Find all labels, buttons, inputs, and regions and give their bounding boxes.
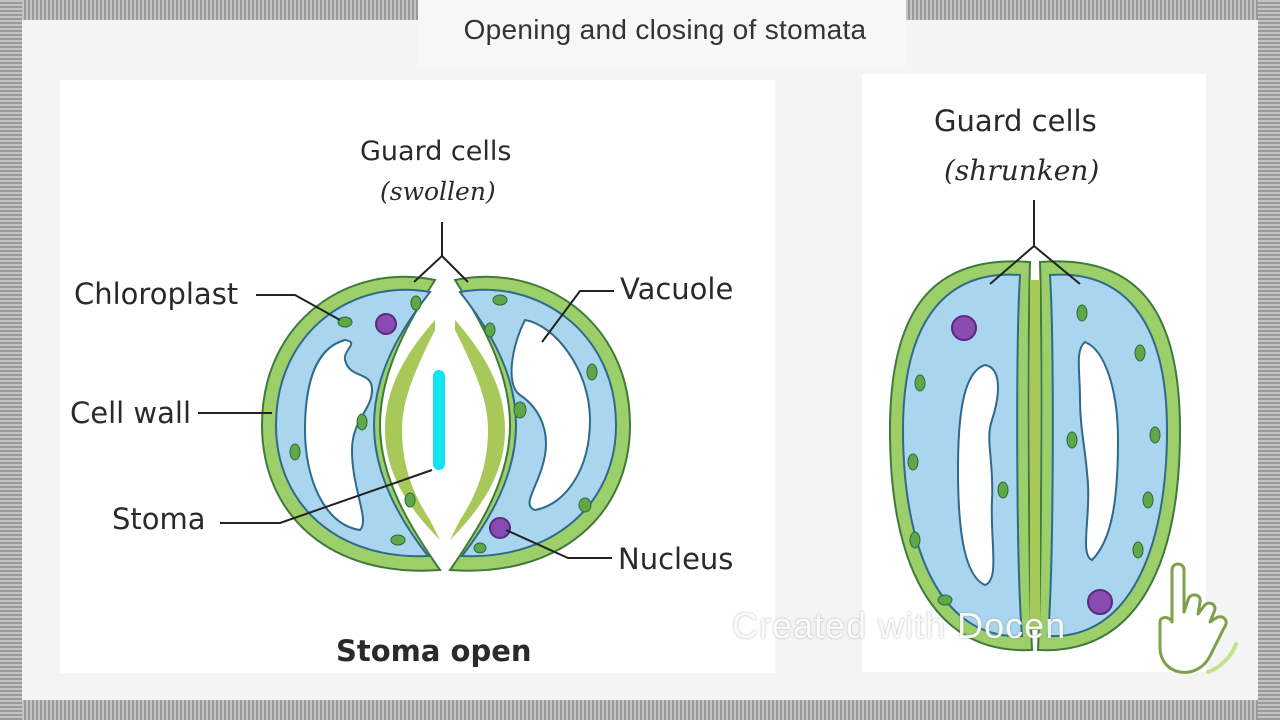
closed-chloroplast <box>909 531 921 549</box>
closed-stoma-slit <box>1030 280 1040 630</box>
guard-cells-leader <box>441 255 469 283</box>
open-stoma-marker <box>433 370 445 470</box>
closed-chloroplast <box>1066 431 1078 449</box>
frame-left-border <box>0 0 22 720</box>
frame-bottom-border <box>0 698 1280 720</box>
vacuole-leader <box>541 290 614 343</box>
closed-chloroplast <box>1134 344 1146 362</box>
stoma-leader <box>220 469 433 524</box>
chloroplast-leader <box>256 294 341 321</box>
open-chloroplast <box>578 497 592 513</box>
closed-guard-cells-label: Guard cells <box>934 104 1097 138</box>
open-chloroplast <box>337 316 353 328</box>
open-chloroplast <box>586 363 598 381</box>
closed-nucleus-left <box>951 315 977 341</box>
vacuole-label: Vacuole <box>620 272 734 306</box>
open-nucleus-left <box>375 313 397 335</box>
closed-guard-cells-state: (shrunken) <box>944 154 1100 187</box>
stoma-open-caption: Stoma open <box>336 634 532 668</box>
open-chloroplast <box>473 542 487 554</box>
title-tab <box>418 0 906 68</box>
open-chloroplast <box>513 401 527 419</box>
stoma-label: Stoma <box>112 502 206 536</box>
closed-chloroplasts <box>907 304 1161 606</box>
nucleus-leader <box>505 529 612 559</box>
chloroplast-label: Chloroplast <box>74 277 239 311</box>
closed-guard-cells-leader <box>1033 245 1081 285</box>
closed-stoma-figure <box>888 200 1182 652</box>
open-left-vacuole <box>303 338 374 532</box>
open-chloroplast <box>356 413 368 431</box>
closed-leader-lines <box>989 200 1081 285</box>
open-nucleus-right <box>489 517 511 539</box>
open-stoma-figure <box>198 222 632 572</box>
closed-chloroplast <box>1132 541 1144 559</box>
closed-left-vacuole <box>956 363 999 587</box>
open-guard-cells-label: Guard cells <box>360 136 512 167</box>
closed-chloroplast <box>914 374 926 392</box>
hand-pointer-icon <box>1150 560 1240 684</box>
open-guard-cells-state: (swollen) <box>380 177 496 206</box>
open-chloroplast <box>492 294 508 306</box>
open-chloroplast <box>484 322 496 338</box>
watermark-text: Created with Docen <box>732 605 1067 646</box>
closed-chloroplast <box>937 594 953 606</box>
closed-chloroplast <box>907 453 919 471</box>
frame-right-border <box>1258 0 1280 720</box>
closed-chloroplast <box>1149 426 1161 444</box>
open-right-vacuole <box>510 318 592 512</box>
open-stoma-wall-left <box>385 320 440 540</box>
open-chloroplast <box>410 295 422 311</box>
open-chloroplast <box>390 534 406 546</box>
open-right-guard-cell <box>458 288 618 558</box>
closed-chloroplast <box>997 481 1009 499</box>
cell-wall-label: Cell wall <box>70 396 192 430</box>
closed-nucleus-right <box>1087 589 1113 615</box>
open-chloroplast <box>289 443 301 461</box>
closed-right-vacuole <box>1077 340 1120 562</box>
closed-chloroplast <box>1142 491 1154 509</box>
closed-chloroplast <box>1076 304 1088 322</box>
open-leader-lines <box>198 222 614 559</box>
slide-title: Opening and closing of stomata <box>463 14 867 45</box>
open-chloroplasts <box>289 294 598 554</box>
open-chloroplast <box>404 492 416 508</box>
guard-cells-leader <box>413 222 443 283</box>
nucleus-label: Nucleus <box>618 542 734 576</box>
open-stoma-wall-right <box>450 320 505 540</box>
